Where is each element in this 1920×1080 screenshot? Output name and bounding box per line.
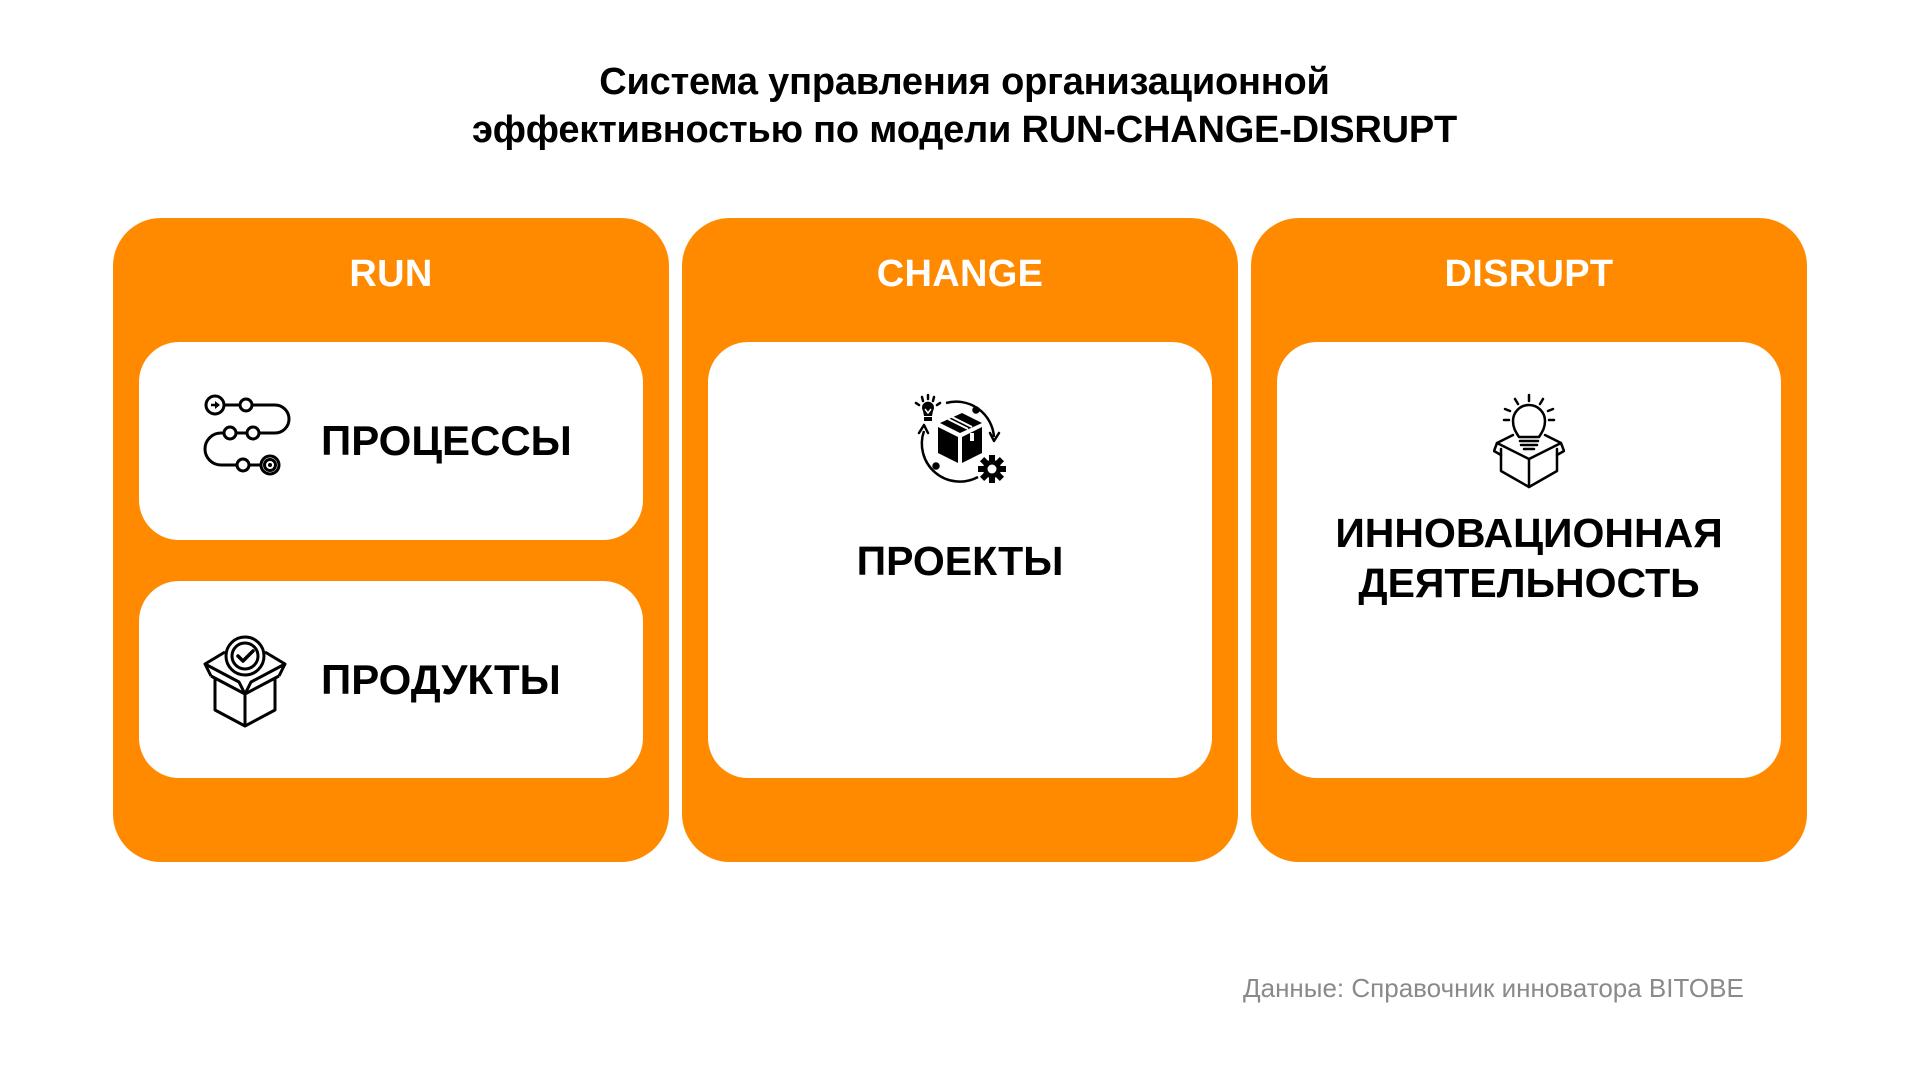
card-innovation-label-line2: ДЕЯТЕЛЬНОСТЬ	[1358, 560, 1700, 606]
title-line-1: Система управления организационной	[599, 61, 1330, 103]
card-products: ПРОДУКТЫ	[139, 581, 643, 778]
card-innovation-label-line1: ИННОВАЦИОННАЯ	[1335, 510, 1723, 556]
card-projects: ПРОЕКТЫ	[708, 342, 1212, 778]
card-processes-label: ПРОЦЕССЫ	[321, 417, 572, 464]
product-box-check-icon	[203, 632, 287, 728]
card-processes: ПРОЦЕССЫ	[139, 342, 643, 540]
title-line-2: эффективностью по модели RUN-CHANGE-DISR…	[471, 109, 1458, 151]
panel-run: RUN	[113, 218, 669, 862]
card-innovation: ИННОВАЦИОННАЯ ДЕЯТЕЛЬНОСТЬ	[1277, 342, 1781, 778]
card-projects-label: ПРОЕКТЫ	[856, 538, 1064, 584]
panel-change: CHANGE	[682, 218, 1238, 862]
diagram-title: Система управления организационной эффек…	[0, 58, 1920, 154]
panel-change-header: CHANGE	[876, 253, 1044, 295]
innovation-box-bulb-icon	[1493, 393, 1565, 489]
panel-disrupt: DISRUPT ИННОВАЦИОННАЯ	[1251, 218, 1807, 862]
card-innovation-label: ИННОВАЦИОННАЯ ДЕЯТЕЛЬНОСТЬ	[1277, 508, 1781, 608]
panel-run-header: RUN	[349, 253, 433, 295]
source-footnote: Данные: Справочник инноватора BITOBE	[1243, 973, 1744, 1003]
panel-disrupt-header: DISRUPT	[1444, 253, 1614, 295]
card-products-label: ПРОДУКТЫ	[321, 655, 561, 703]
process-path-icon	[203, 393, 299, 489]
project-cycle-icon	[912, 393, 1008, 485]
